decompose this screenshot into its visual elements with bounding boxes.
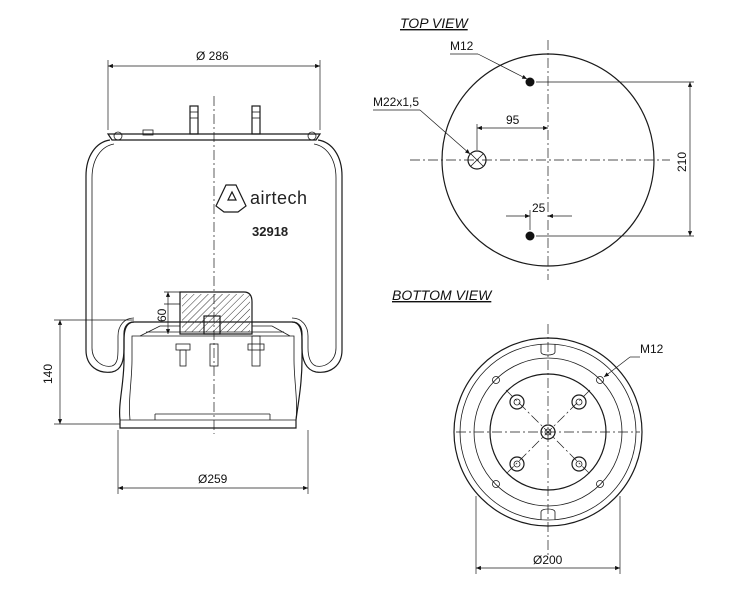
airtech-logo: airtech	[215, 184, 308, 213]
side-view: airtech 32918 Ø 286 140 60 Ø259	[41, 49, 343, 494]
dim-small-offset: 25	[506, 201, 572, 230]
stud-hole-bottom	[525, 231, 535, 241]
dim-top-diameter: Ø 286	[107, 49, 321, 130]
dim-height: 140	[41, 319, 134, 425]
dim-offset-label: 95	[506, 113, 520, 127]
bolt-center	[540, 424, 556, 440]
dim-height-label: 140	[41, 364, 55, 384]
plate-crimp-left	[113, 131, 123, 141]
top-view: TOP VIEW M12 M22x1,5 95 210	[373, 15, 694, 280]
piston	[118, 321, 303, 429]
dim-bottom-diameter: Ø259	[117, 430, 309, 494]
dim-inner-height-label: 60	[155, 308, 169, 322]
bottom-view-title: BOTTOM VIEW	[392, 287, 493, 303]
dim-bolt-circle: Ø200	[475, 496, 621, 574]
dim-bolt-circle-label: Ø200	[533, 553, 563, 567]
dim-bottom-diameter-label: Ø259	[198, 472, 228, 486]
part-number: 32918	[252, 224, 288, 239]
top-view-title: TOP VIEW	[400, 15, 469, 31]
top-studs	[189, 105, 261, 135]
dim-spacing-label: 210	[675, 152, 689, 172]
bottom-studs	[175, 335, 265, 367]
dim-offset: 95	[476, 113, 548, 150]
bottom-view: BOTTOM VIEW	[392, 287, 664, 574]
bumper	[179, 291, 253, 335]
brand-label: airtech	[250, 188, 308, 208]
bolt-top-left	[509, 394, 525, 410]
dim-top-diameter-label: Ø 286	[196, 49, 229, 63]
top-thread-small-label: M12	[450, 39, 474, 53]
mounting-holes	[492, 376, 604, 488]
dim-spacing: 210	[536, 81, 694, 237]
bottom-thread-label: M12	[640, 342, 664, 356]
air-inlet-hole	[467, 150, 487, 170]
top-plate	[106, 133, 322, 141]
air-fitting	[142, 129, 154, 136]
bellow-outer	[85, 139, 135, 373]
bellow-inner	[91, 143, 135, 367]
bolt-bottom-left	[509, 456, 525, 472]
dim-inner-height: 60	[155, 292, 171, 334]
stud-hole-top	[525, 77, 535, 87]
plate-crimp-right	[307, 131, 317, 141]
bolt-top-right	[571, 394, 587, 410]
bolt-bottom-right	[571, 456, 587, 472]
dim-small-offset-label: 25	[532, 201, 546, 215]
top-thread-large-label: M22x1,5	[373, 95, 419, 109]
